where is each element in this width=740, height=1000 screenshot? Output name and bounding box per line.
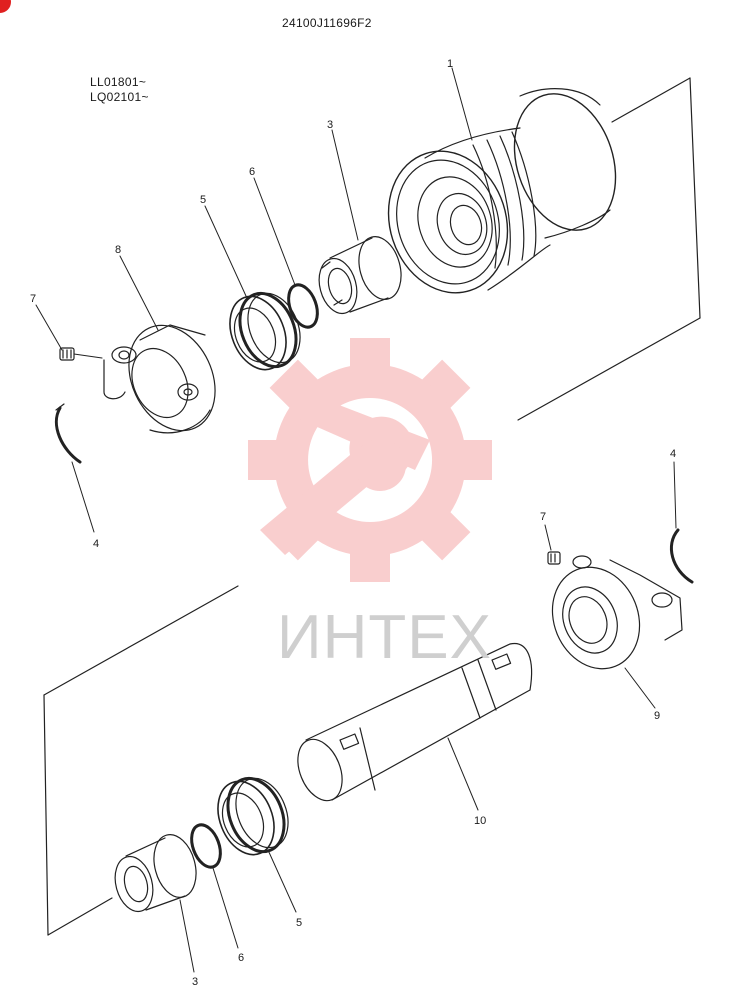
track-roller-part bbox=[387, 88, 617, 294]
callout-6-lower: 6 bbox=[238, 952, 245, 964]
o-ring-part-upper bbox=[287, 283, 319, 329]
callout-10: 10 bbox=[474, 815, 487, 827]
drawing-number: 24100J11696F2 bbox=[282, 16, 372, 30]
frame-line bbox=[43, 585, 239, 696]
callout-4-left: 4 bbox=[93, 538, 100, 550]
callout-5-lower: 5 bbox=[296, 917, 303, 929]
leader-lines bbox=[35, 67, 677, 973]
callout-1: 1 bbox=[447, 58, 454, 70]
callout-9: 9 bbox=[654, 710, 661, 722]
shaft-part bbox=[297, 642, 533, 802]
serial-range-1: LL01801~ bbox=[90, 75, 147, 89]
callout-7-left: 7 bbox=[30, 293, 37, 305]
bushing-part-lower bbox=[114, 834, 197, 913]
callout-7-right: 7 bbox=[540, 511, 547, 523]
collar-part-left bbox=[103, 324, 216, 434]
floating-seal-part-upper bbox=[229, 291, 301, 371]
frame-line bbox=[689, 77, 701, 319]
floating-seal-part-lower bbox=[217, 776, 289, 856]
plug-part-right bbox=[547, 551, 561, 565]
snap-ring-part-left bbox=[54, 403, 82, 464]
snap-ring-part-right bbox=[669, 528, 694, 584]
frame-line bbox=[47, 897, 113, 936]
corner-badge-icon bbox=[0, 0, 11, 13]
serial-range-2: LQ02101~ bbox=[90, 90, 149, 104]
callout-3-upper: 3 bbox=[327, 119, 334, 131]
watermark-text: ИНТЕХ bbox=[277, 603, 492, 672]
callout-4-right: 4 bbox=[670, 448, 677, 460]
callout-3-lower: 3 bbox=[192, 976, 199, 988]
collar-part-right bbox=[551, 555, 683, 670]
callout-5-upper: 5 bbox=[200, 194, 207, 206]
bushing-part-upper bbox=[318, 236, 402, 315]
callout-8: 8 bbox=[115, 244, 122, 256]
o-ring-part-lower bbox=[190, 823, 222, 869]
watermark-logo bbox=[248, 338, 492, 582]
frame-line bbox=[517, 317, 701, 421]
frame-line bbox=[611, 77, 691, 123]
callout-6-upper: 6 bbox=[249, 166, 256, 178]
frame-line bbox=[43, 694, 49, 936]
